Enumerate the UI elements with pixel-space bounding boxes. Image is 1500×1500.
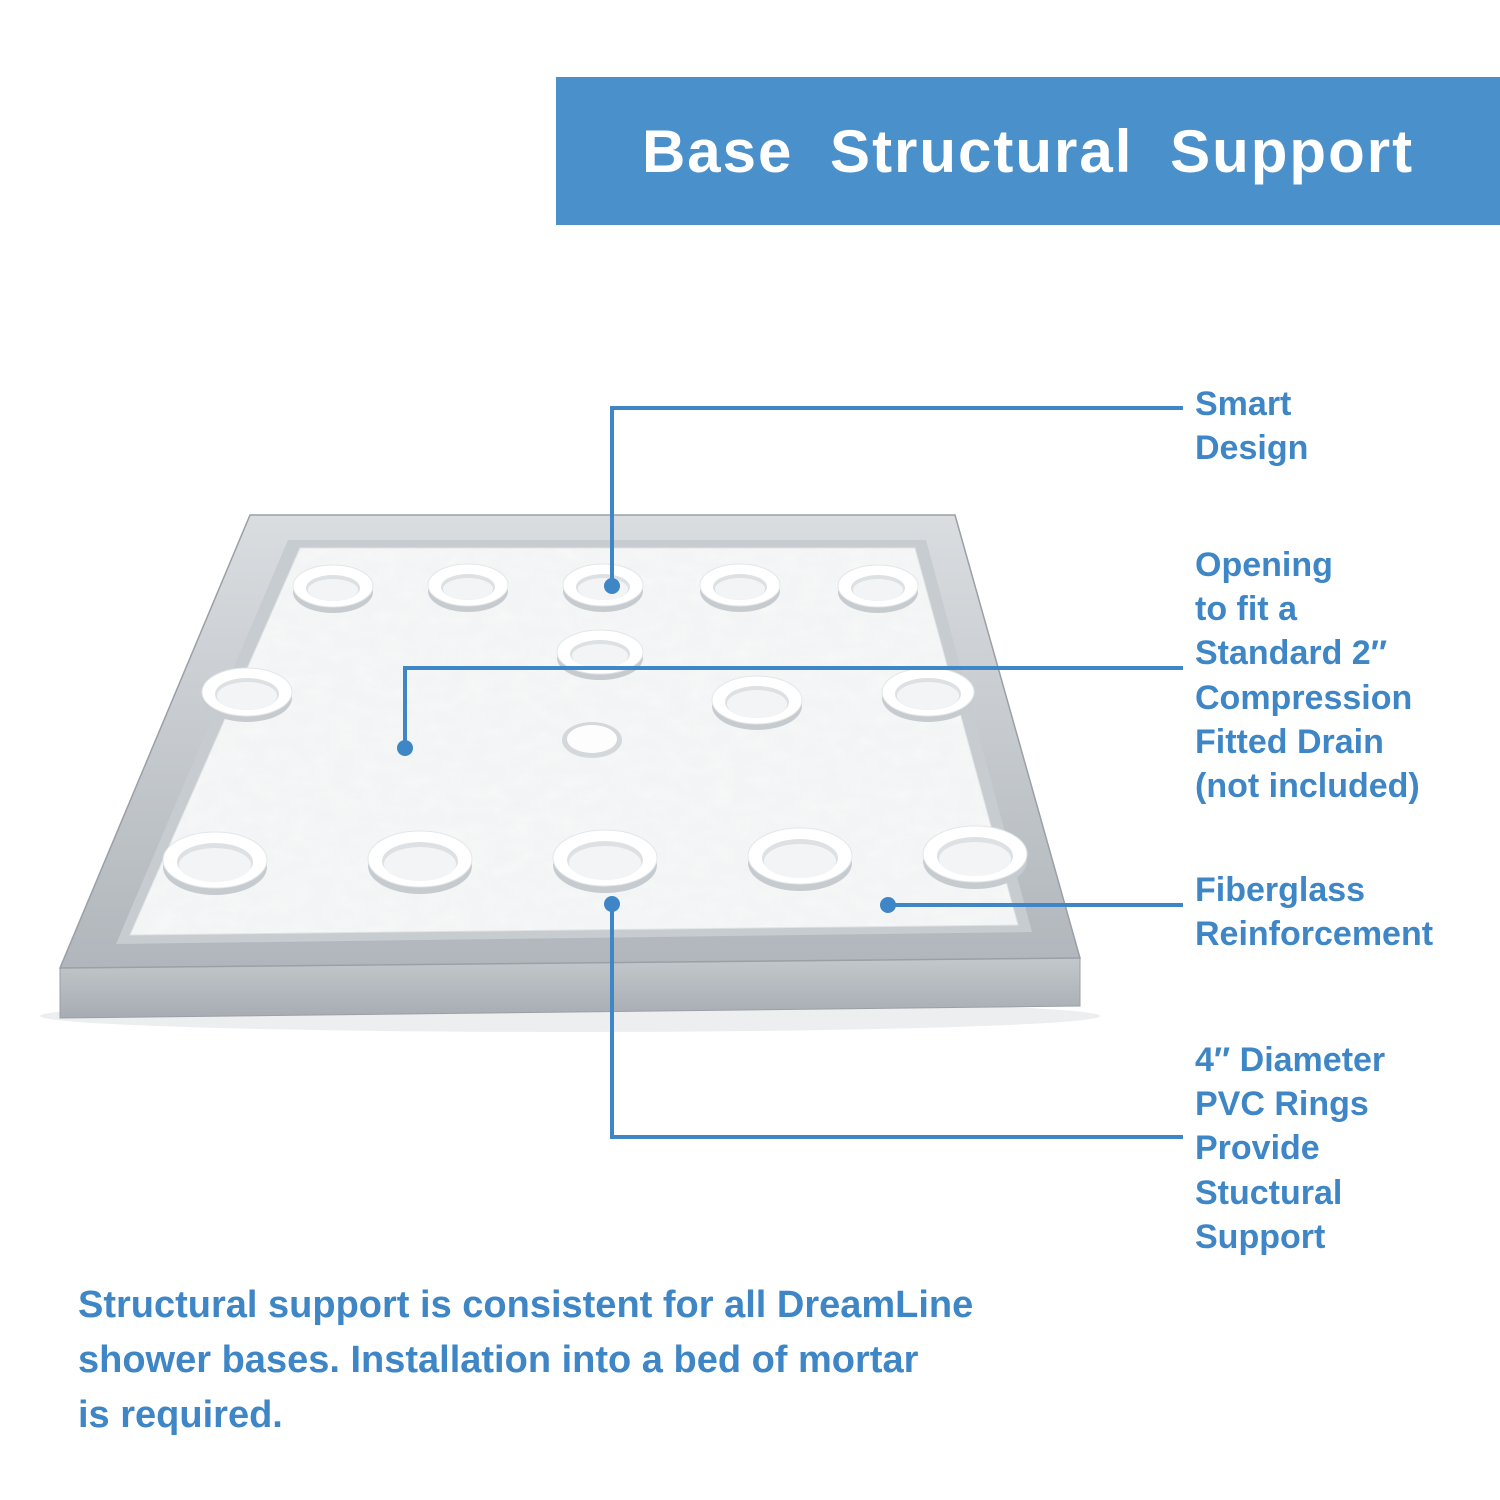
pvc-ring (367, 830, 473, 894)
callout-dot-fiberglass (880, 897, 896, 913)
callout-fiberglass: Fiberglass Reinforcement (1195, 871, 1434, 954)
pvc-ring (881, 667, 975, 722)
callout-line-drain-opening (403, 666, 1183, 742)
pvc-ring (552, 829, 658, 893)
drain-opening (562, 722, 622, 758)
pvc-ring (747, 827, 853, 891)
footer-note: Structural support is consistent for all… (78, 1284, 974, 1437)
title-banner: Base Structural Support (556, 77, 1500, 225)
pvc-ring (201, 667, 293, 722)
pvc-ring (556, 629, 644, 680)
pvc-ring (162, 831, 268, 895)
callout-line-smart-design (610, 406, 1183, 580)
pvc-ring (837, 564, 919, 613)
callout-dot-pvc-rings (604, 896, 620, 912)
pvc-ring (292, 564, 374, 613)
pvc-ring (711, 675, 803, 730)
callout-pvc-rings: 4″ Diameter PVC Rings Provide Stuctural … (1195, 1041, 1386, 1256)
pvc-ring (427, 563, 509, 612)
callout-drain-opening: Opening to fit a Standard 2″ Compression… (1195, 546, 1420, 805)
callout-dot-drain-opening (397, 740, 413, 756)
pvc-ring (699, 563, 781, 612)
pvc-ring (922, 825, 1028, 889)
callout-smart-design: Smart Design (1195, 385, 1309, 468)
pvc-ring (562, 563, 644, 612)
callout-line-pvc-rings (610, 910, 1183, 1139)
page-title: Base Structural Support (641, 117, 1415, 185)
callout-dot-smart-design (604, 578, 620, 594)
